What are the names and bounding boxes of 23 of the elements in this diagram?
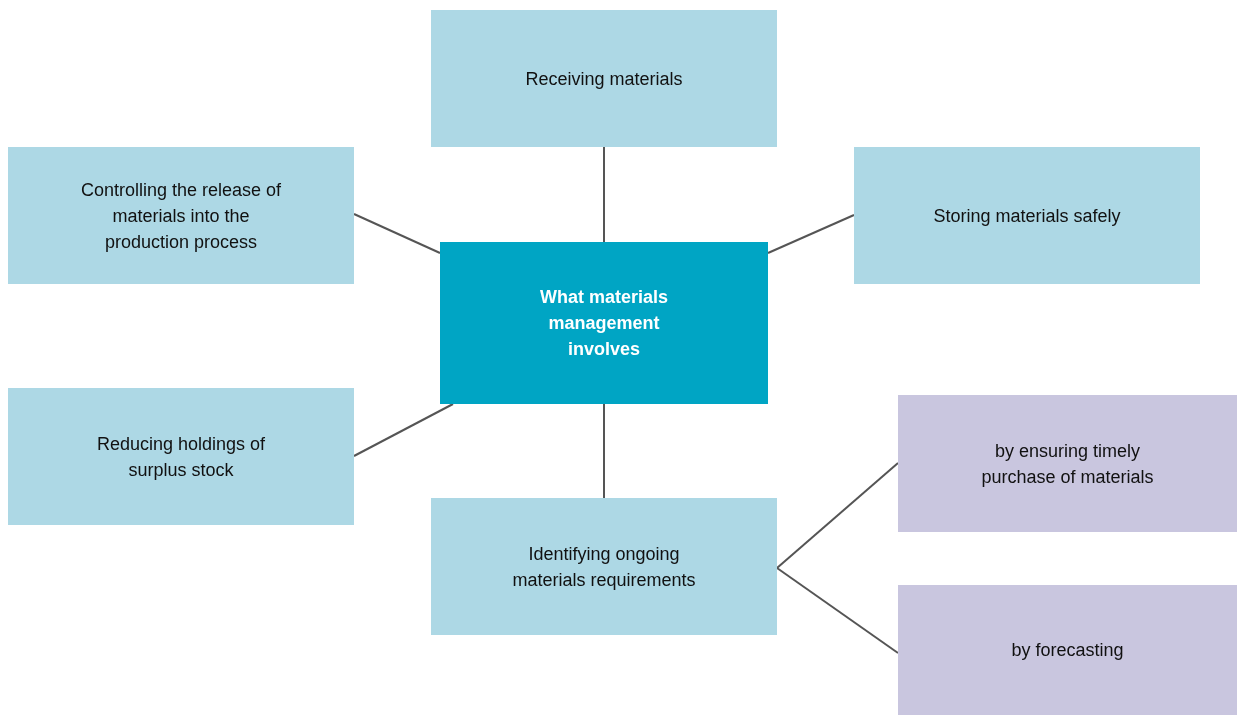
topic-text: Storing materials safely (933, 204, 1121, 228)
topic-box (898, 585, 1237, 715)
topic-box (431, 498, 777, 635)
topic-text: Receiving materials (525, 67, 683, 91)
connector-line (603, 146, 605, 243)
topic-text: by ensuring timely purchase of materials (980, 439, 1155, 489)
connector-line (776, 462, 899, 569)
topic-box (8, 147, 354, 284)
topic-box (8, 388, 354, 525)
connector-line (353, 213, 441, 254)
topic-text: Reducing holdings of surplus stock (95, 432, 267, 482)
connector-line (776, 567, 899, 654)
topic-box (898, 395, 1237, 532)
topic-text: by forecasting (1011, 639, 1124, 662)
topic-box (854, 147, 1200, 284)
connector-line (767, 214, 855, 254)
central-topic-box (440, 242, 768, 404)
topic-text: Identifying ongoing materials requirements (511, 542, 697, 592)
topic-text: Controlling the release of materials into the production process (79, 178, 283, 254)
connector-line (603, 403, 605, 499)
connector-line (353, 403, 454, 457)
topic-box (431, 10, 777, 147)
topic-text: What materials management involves (538, 286, 669, 361)
